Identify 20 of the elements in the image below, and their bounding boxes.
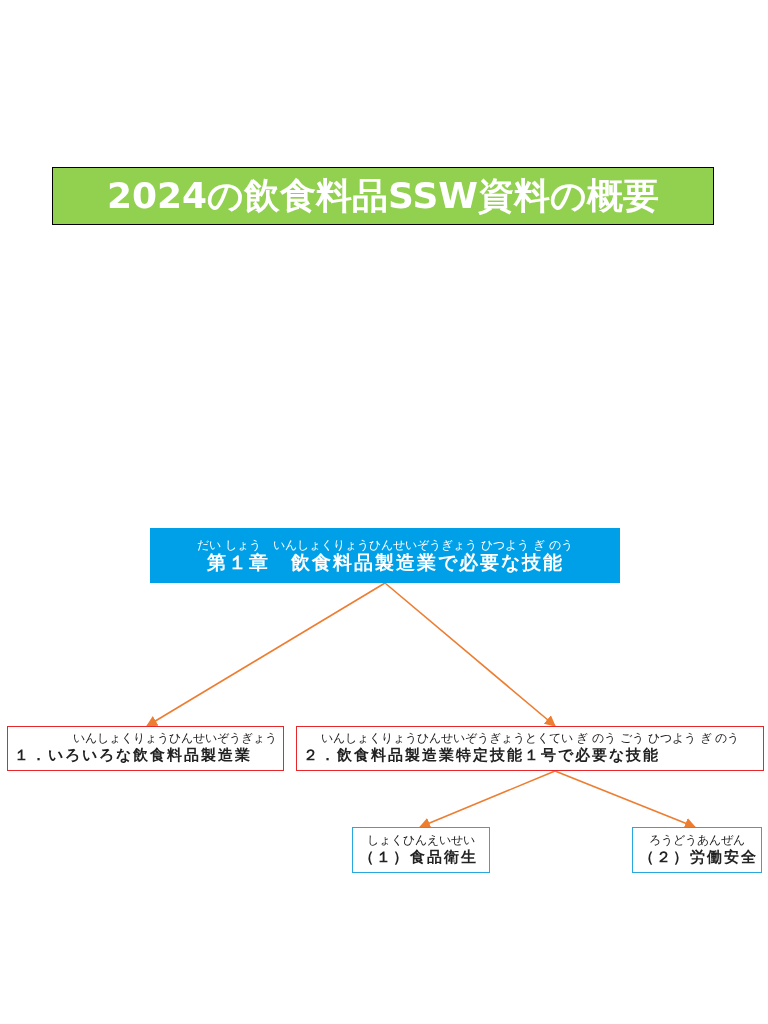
- arrow: [554, 770, 697, 829]
- arrow: [418, 770, 556, 829]
- chapter-banner: [150, 528, 620, 583]
- furigana-text: いんしょくりょうひんせいぞうぎょう: [73, 732, 277, 745]
- furigana-text: しょくひんえいせい: [367, 833, 475, 847]
- topic-box: [352, 827, 490, 873]
- section-box: [7, 726, 284, 771]
- arrow: [146, 582, 386, 727]
- heading-text: ２．飲食料品製造業特定技能１号で必要な技能: [303, 745, 660, 765]
- arrow: [384, 582, 556, 727]
- topic-box: [632, 827, 762, 873]
- section-box: [296, 726, 764, 771]
- heading-text: （１）食品衛生: [359, 846, 478, 867]
- furigana-text: ろうどうあんぜん: [649, 833, 745, 847]
- furigana-text: いんしょくりょうひんせいぞうぎょうとくてい ぎ のう ごう ひつよう ぎ のう: [320, 732, 740, 745]
- furigana-text: だい しょう いんしょくりょうひんせいぞうぎょう ひつよう ぎ のう: [197, 539, 573, 552]
- heading-text: １．いろいろな飲食料品製造業: [14, 745, 252, 765]
- title-banner: 2024の飲食料品SSW資料の概要: [52, 167, 714, 225]
- heading-text: （２）労働安全: [639, 846, 758, 867]
- heading-text: 第１章 飲食料品製造業で必要な技能: [206, 552, 564, 572]
